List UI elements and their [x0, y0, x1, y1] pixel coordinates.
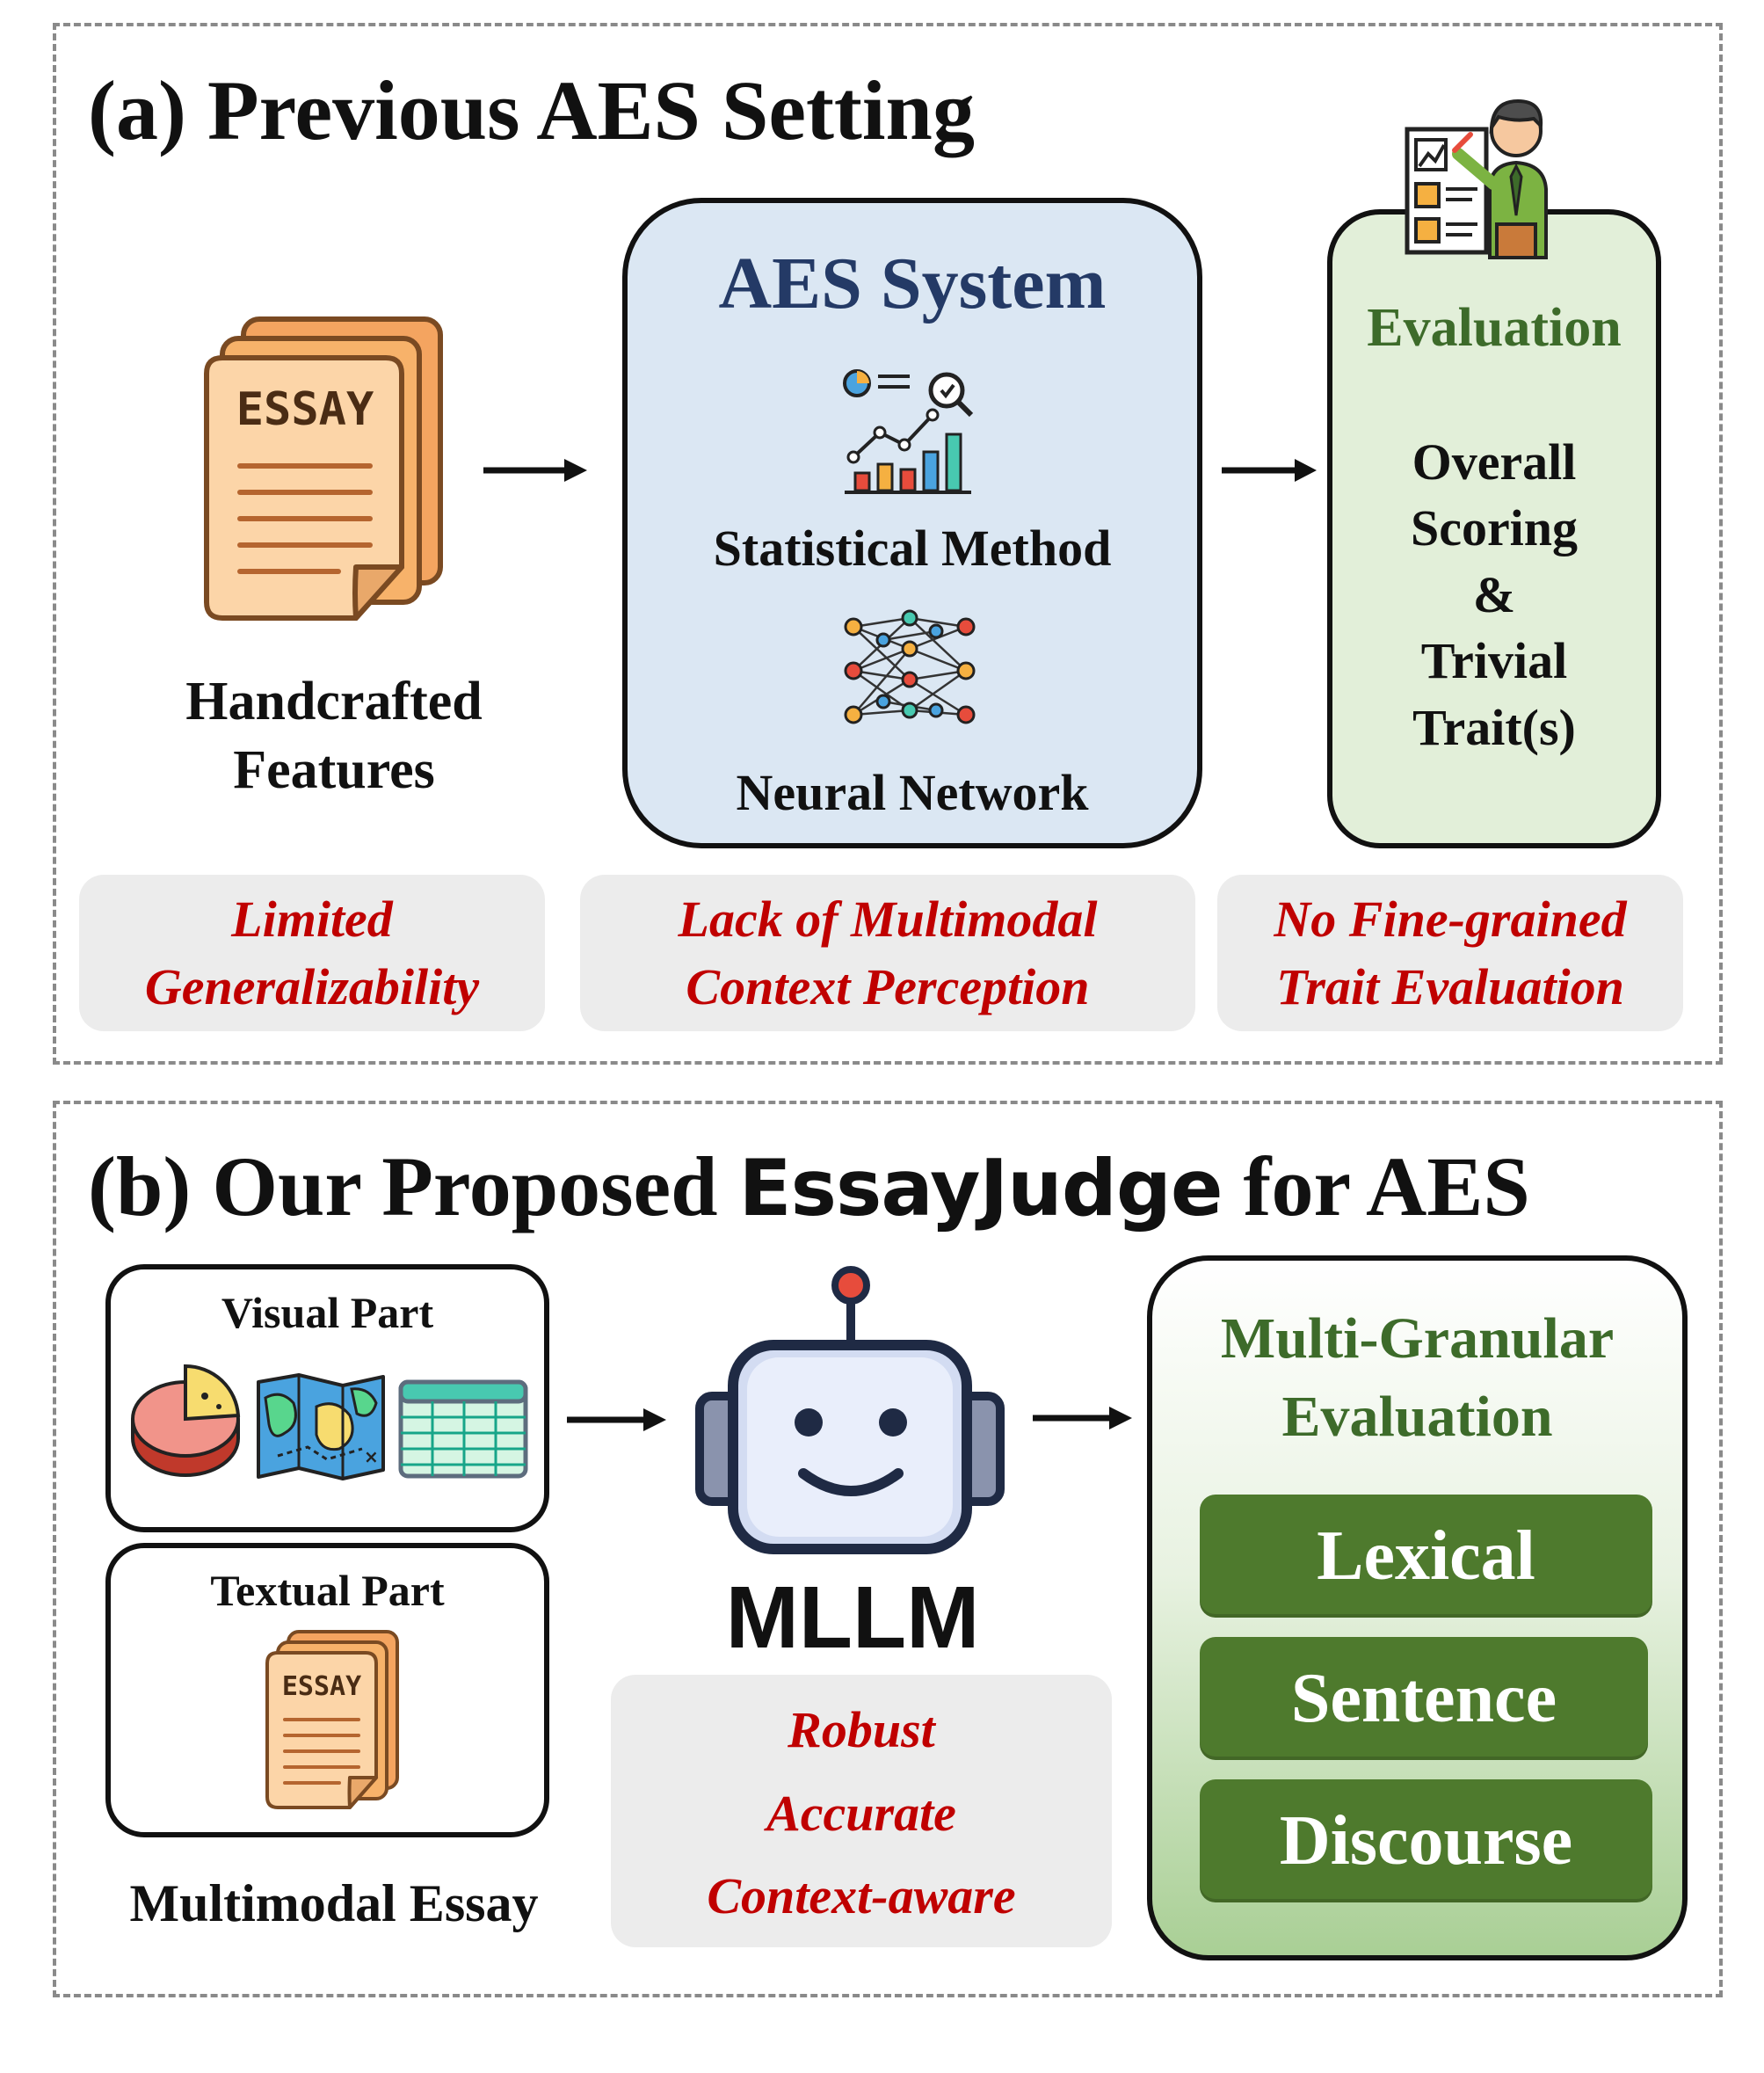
neural-network-icon [844, 609, 976, 724]
panel-a-title: (a) Previous AES Setting [88, 63, 975, 157]
evaluation-details: Overall Scoring & Trivial Trait(s) [1410, 433, 1579, 756]
evaluation-title: Evaluation [1367, 298, 1622, 358]
svg-text:×: × [364, 1446, 379, 1467]
aes-system-box [622, 198, 1202, 848]
robot-icon [695, 1266, 1005, 1554]
essayjudge-brand: EssayJudge [738, 1143, 1223, 1233]
handcrafted-features-label: Handcrafted Features [185, 672, 483, 800]
arrow-right-icon [1033, 1407, 1132, 1429]
teacher-icon [1405, 98, 1548, 259]
panel-a [53, 23, 1723, 1065]
multi-granular-evaluation-title: Multi-Granular Evaluation [1220, 1306, 1615, 1450]
mllm-label: MLLM [725, 1568, 980, 1667]
pie-chart-icon [131, 1364, 241, 1477]
arrow-right-icon [483, 459, 587, 482]
statistics-chart-icon [843, 369, 974, 494]
essay-icon-text: ESSAY [282, 1671, 361, 1702]
panel-b [53, 1101, 1723, 1997]
multimodal-essay-label: Multimodal Essay [129, 1874, 539, 1932]
level-sentence: Sentence [1200, 1637, 1648, 1760]
evaluation-box [1327, 209, 1661, 848]
essay-stack-icon: ESSAY [204, 316, 443, 621]
aes-system-title: AES System [718, 243, 1107, 324]
arrow-right-icon [1222, 459, 1317, 482]
arrow-right-icon [567, 1408, 666, 1431]
visual-part-label: Visual Part [221, 1288, 434, 1337]
table-icon [398, 1379, 528, 1479]
neural-network-label: Neural Network [736, 764, 1089, 821]
essay-icon: ESSAY [265, 1630, 399, 1809]
statistical-method-label: Statistical Method [713, 520, 1112, 577]
level-discourse: Discourse [1200, 1779, 1652, 1902]
strengths-box: Robust Accurate Context-aware [611, 1675, 1112, 1947]
textual-part-label: Textual Part [210, 1566, 445, 1615]
panel-b-title: (b) Our Proposed EssayJudge for AES [88, 1139, 1530, 1233]
level-lexical: Lexical [1200, 1495, 1652, 1618]
map-icon: × [257, 1373, 385, 1480]
essay-icon-text: ESSAY [236, 383, 374, 436]
